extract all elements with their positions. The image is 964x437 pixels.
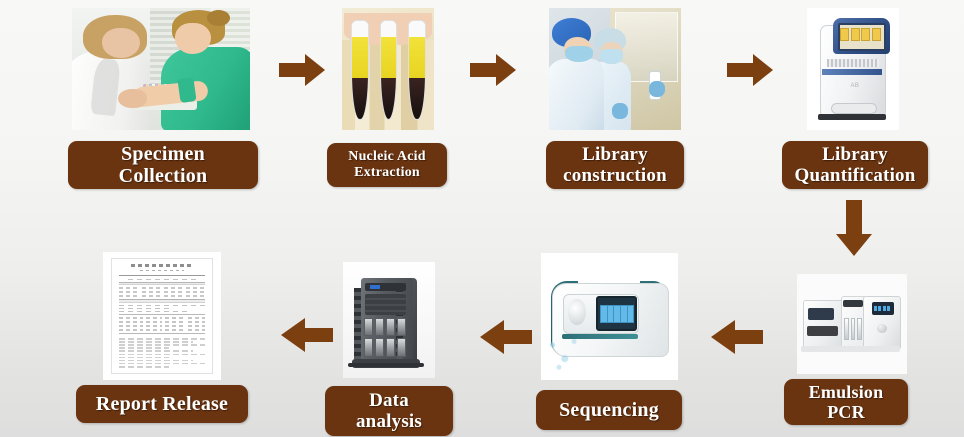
step-label-line: PCR	[827, 402, 865, 422]
step-label-report-release: Report Release	[76, 385, 248, 423]
step-label-line: Library	[822, 143, 888, 165]
step-label-line: Library	[582, 143, 648, 165]
step-label-line: Data	[369, 389, 409, 411]
step-label-line: analysis	[355, 411, 422, 432]
step-label-sequencing: Sequencing	[536, 390, 682, 430]
step-label-emulsion-pcr: Emulsion PCR	[784, 379, 908, 425]
step-label-line: Emulsion	[808, 381, 884, 402]
arrow-right-1	[279, 52, 325, 88]
step-label-line: Extraction	[354, 165, 420, 180]
step-label-specimen-collection: Specimen Collection	[68, 141, 258, 189]
step-image-library-quantification: AB	[807, 8, 899, 130]
step-image-library-construction	[549, 8, 681, 130]
step-label-data-analysis: Data analysis	[325, 386, 453, 436]
step-label-line: Specimen	[121, 142, 205, 165]
step-label-nucleic-acid-extraction: Nucleic Acid Extraction	[327, 143, 447, 187]
arrow-right-3	[727, 52, 773, 88]
report-page	[111, 258, 213, 374]
step-label-library-quantification: Library Quantification	[782, 141, 928, 189]
arrow-left-5	[711, 318, 763, 356]
step-label-line: construction	[563, 165, 667, 186]
step-label-line: Quantification	[794, 165, 916, 186]
step-image-report-release	[103, 252, 221, 380]
instrument-brand-mark: AB	[850, 83, 860, 90]
arrow-down-4	[834, 200, 874, 258]
arrow-left-7	[281, 316, 333, 354]
step-label-line: Sequencing	[559, 398, 659, 421]
step-label-library-construction: Library construction	[546, 141, 684, 189]
step-label-line: Collection	[118, 165, 208, 187]
step-image-data-analysis	[343, 262, 435, 378]
arrow-left-6	[480, 318, 532, 356]
step-image-emulsion-pcr	[797, 274, 907, 374]
step-label-line: Nucleic Acid	[348, 149, 426, 165]
step-label-line: Report Release	[95, 392, 229, 415]
step-image-sequencing	[541, 253, 678, 380]
step-image-nucleic-acid-extraction	[342, 8, 434, 130]
step-image-specimen-collection	[72, 8, 250, 130]
arrow-right-2	[470, 52, 516, 88]
